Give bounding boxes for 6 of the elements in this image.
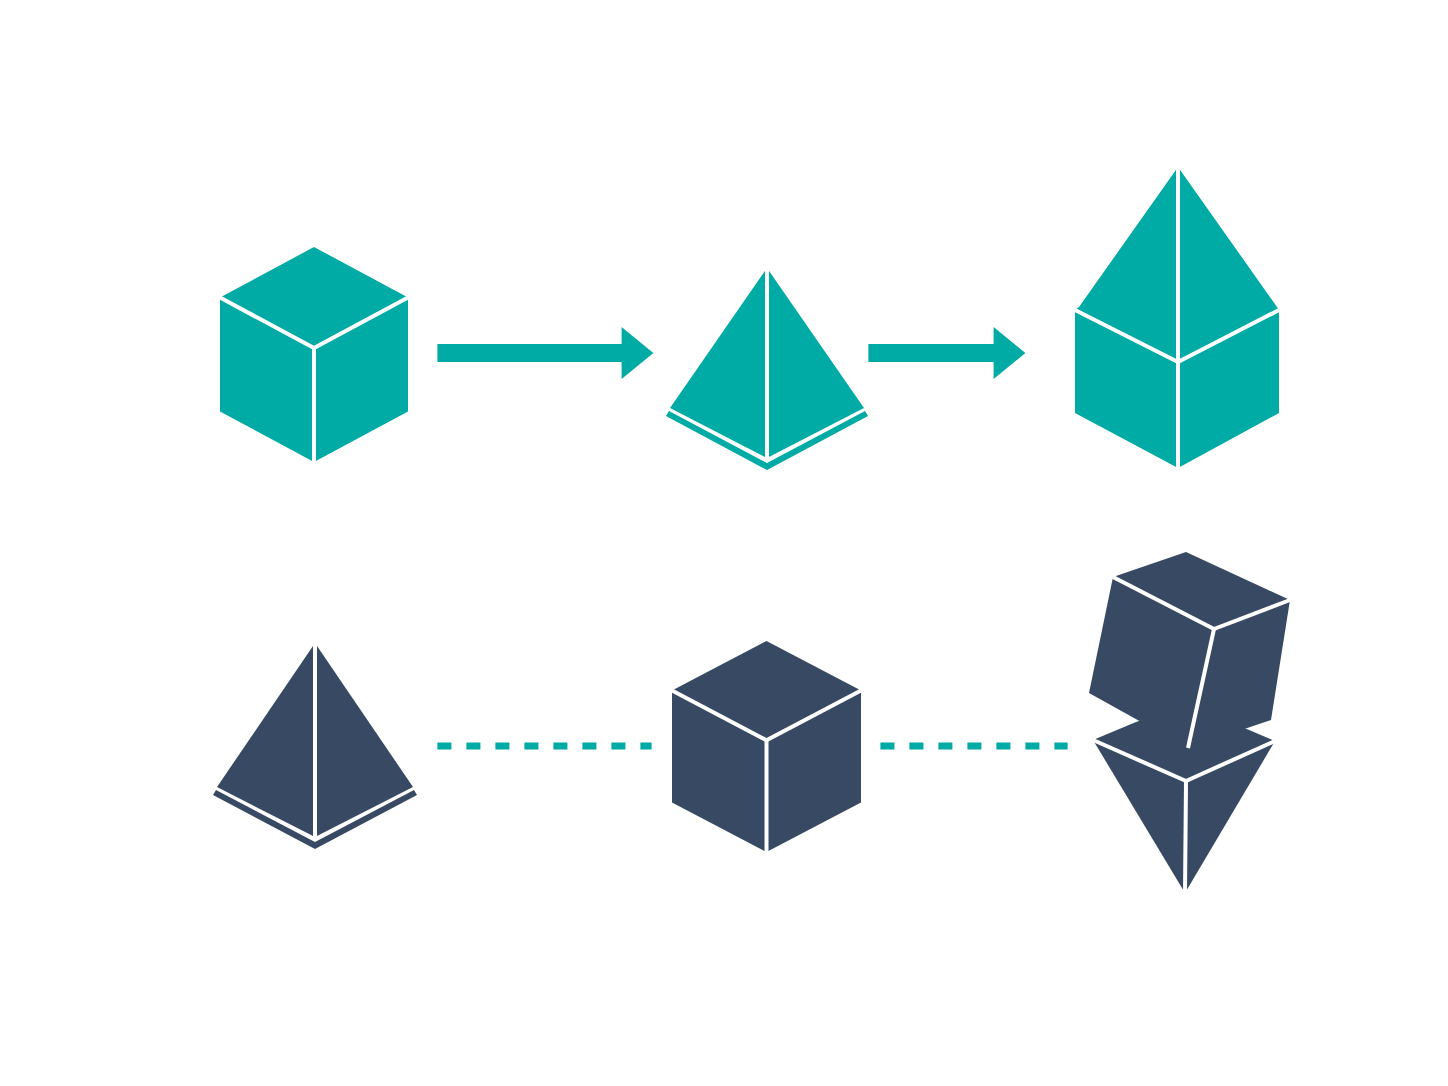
cube-shape [219,247,409,462]
pyramid-shape [213,643,417,849]
cube-shape [671,641,862,852]
stacked-shapes [1074,167,1280,468]
stacked-shapes [1089,552,1291,894]
pyramid-shape [666,268,868,470]
